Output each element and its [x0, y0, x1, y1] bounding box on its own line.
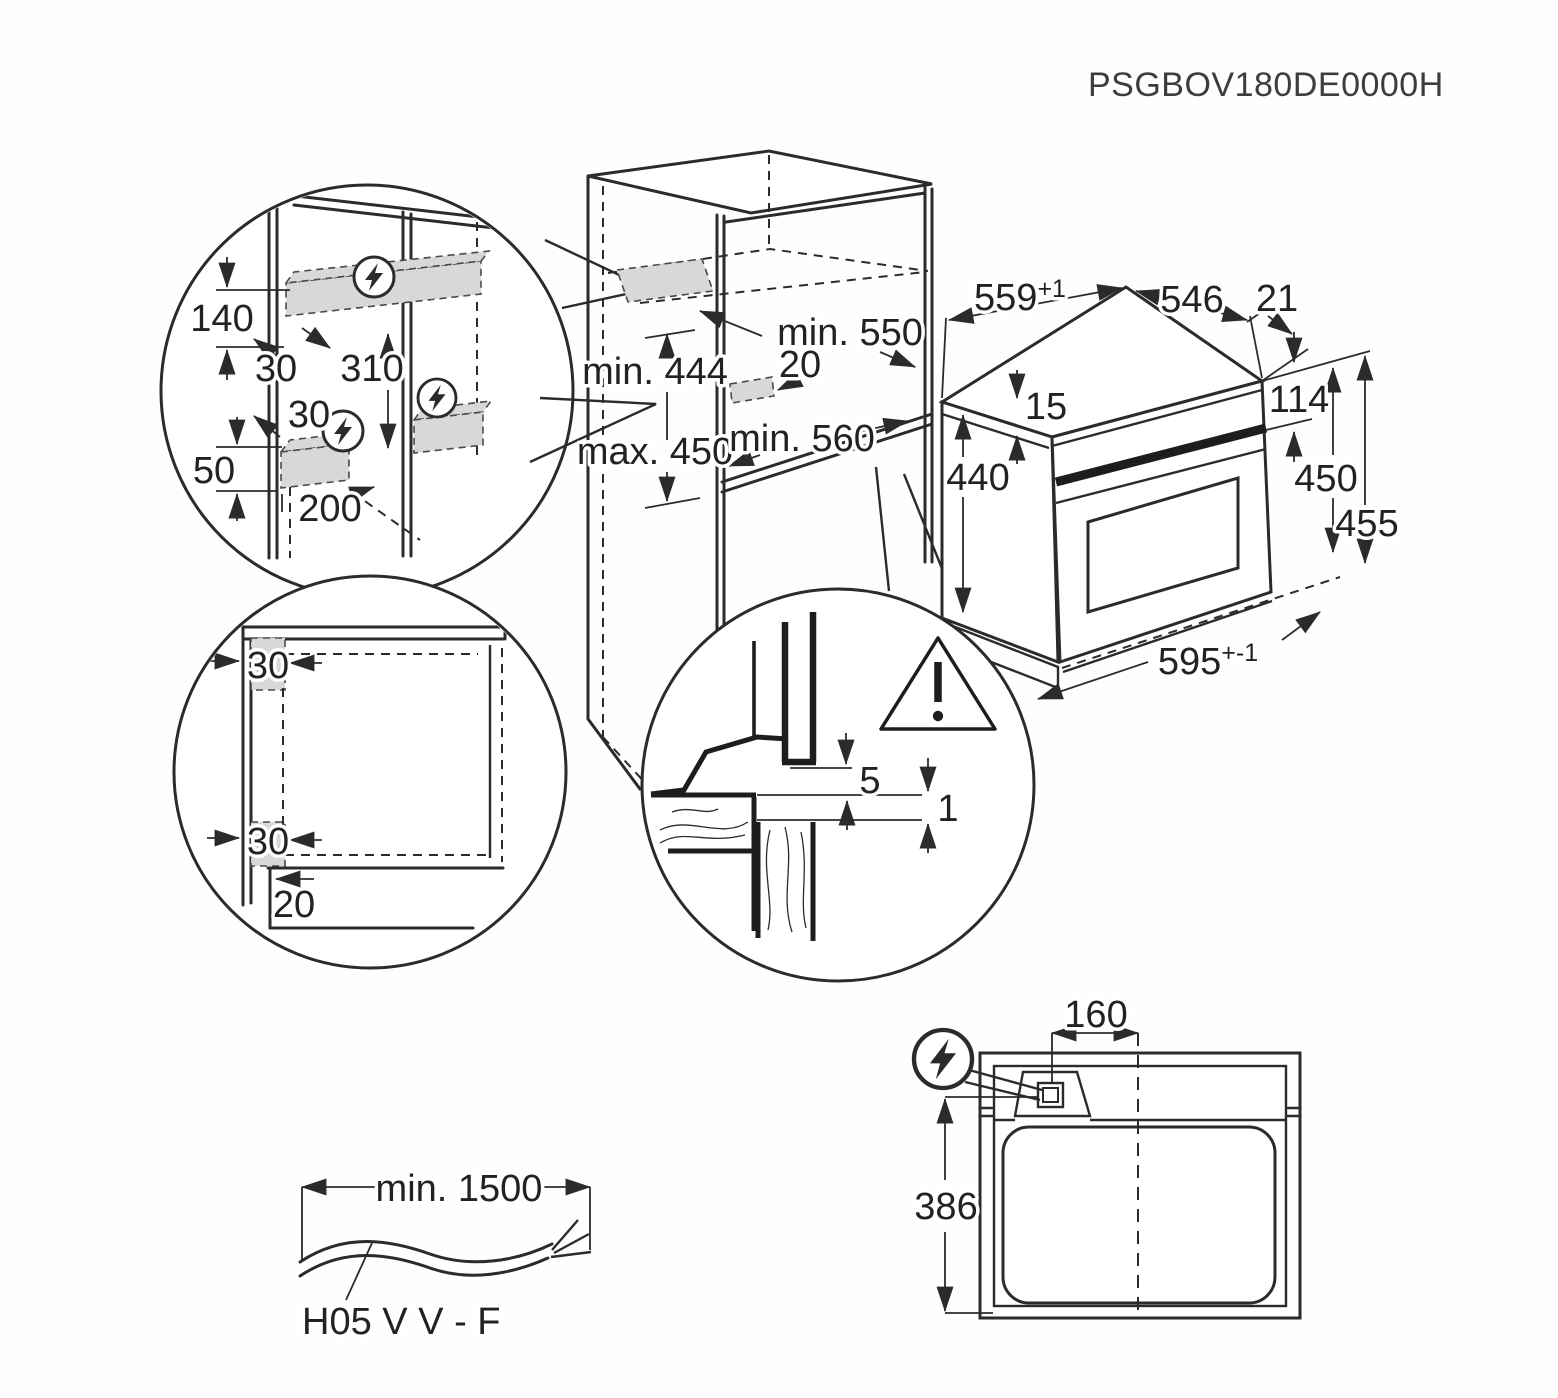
fixing-zone-bottom: [250, 821, 286, 867]
connection-zone-lower-left: [280, 443, 350, 489]
detail-circle-corner-clearances: 30 30 20: [172, 574, 568, 970]
dim-50: 50: [193, 450, 235, 492]
dim-559-tolerance: +1: [1037, 275, 1066, 303]
electrical-connection-icon: [416, 377, 458, 419]
dim-gap-5: 5: [859, 760, 880, 802]
dim-21: 21: [1256, 278, 1298, 320]
dim-450: 450: [1294, 458, 1357, 500]
dim-310: 310: [340, 348, 403, 390]
dim-114: 114: [1269, 379, 1330, 421]
dim-20: 20: [779, 344, 821, 386]
dim-160: 160: [1064, 994, 1127, 1036]
mains-terminal-box: [1036, 1081, 1065, 1109]
oven-drawing: 559+1 546 21 15 440 114 450 455 595+-1: [938, 272, 1402, 700]
cabinet-drawing: min. 550 20 min. 444 max. 450 min. 560: [529, 149, 951, 791]
electrical-connection-icon: [352, 255, 396, 299]
dim-gap-1: 1: [937, 788, 958, 830]
connection-zone-right: [413, 411, 484, 454]
dim-30-top: 30: [255, 348, 297, 390]
dim-386: 386: [914, 1186, 977, 1228]
dim-595: 595: [1158, 641, 1221, 683]
dim-440: 440: [946, 457, 1009, 499]
dim-min-444: min. 444: [582, 351, 728, 393]
dim-corner-30-top: 30: [247, 645, 289, 687]
dim-min-550: min. 550: [777, 312, 923, 354]
svg-text:559+1: 559+1: [974, 275, 1066, 319]
svg-text:595+-1: 595+-1: [1158, 639, 1258, 683]
dim-corner-30-bottom: 30: [247, 821, 289, 863]
dim-559: 559: [974, 277, 1037, 319]
connection-zone-niche: [615, 258, 715, 303]
mains-cable-drawing: min. 1500 H05 V V - F: [298, 1165, 592, 1347]
dim-140: 140: [190, 298, 253, 340]
detail-circle-electrical-zones: 140 30 310 30 50 200: [159, 183, 575, 599]
dim-min-560: min. 560: [729, 418, 875, 460]
electrical-connection-icon: [914, 1030, 972, 1088]
oven-door-window: [1086, 475, 1240, 615]
dim-cable-length: min. 1500: [376, 1168, 543, 1210]
warning-icon: [879, 636, 997, 731]
dim-200: 200: [298, 488, 361, 530]
dim-455: 455: [1335, 503, 1398, 545]
dim-15: 15: [1025, 386, 1067, 428]
dim-corner-20: 20: [273, 884, 315, 926]
cable-type-label: H05 V V - F: [302, 1301, 501, 1343]
dim-595-tolerance: +-1: [1221, 639, 1258, 667]
dim-max-450: max. 450: [577, 431, 733, 473]
part-number: PSGBOV180DE0000H: [1088, 66, 1444, 104]
dim-30-mid: 30: [288, 394, 330, 436]
detail-circle-door-gap: 5 1: [640, 587, 1036, 983]
top-view-drawing: 160 386: [911, 991, 1302, 1320]
dim-546: 546: [1160, 279, 1223, 321]
fixing-zone-top: [250, 637, 286, 691]
